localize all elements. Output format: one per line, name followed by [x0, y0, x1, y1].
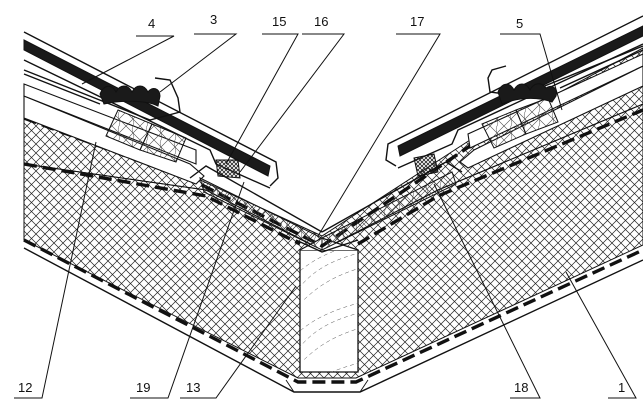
leader-19 — [130, 181, 245, 399]
callout-16: 16 — [314, 14, 328, 29]
left-tile-lower-line — [23, 59, 271, 189]
callout-17: 17 — [410, 14, 424, 29]
callout-12: 12 — [18, 380, 32, 395]
left-counter-batten — [215, 159, 241, 179]
right-tile-top-line — [385, 15, 643, 167]
mid-membrane — [23, 162, 301, 246]
leader-1 — [565, 271, 637, 399]
left-tile-shell — [23, 69, 181, 121]
callout-13: 13 — [186, 380, 200, 395]
right-valley-board — [321, 171, 457, 251]
ridge-beam-grain — [300, 250, 358, 372]
leader-5 — [500, 33, 563, 111]
left-flashing — [189, 165, 323, 233]
left-tile-band — [23, 39, 271, 177]
right-flashing — [321, 161, 463, 233]
callout-3: 3 — [210, 12, 217, 27]
valley-flashing — [295, 239, 359, 253]
left-ridge-seal — [99, 85, 161, 107]
leader-lines — [14, 33, 637, 399]
bottom-trough — [285, 379, 369, 393]
callout-5: 5 — [516, 16, 523, 31]
callout-19: 19 — [136, 380, 150, 395]
leader-16 — [239, 33, 346, 173]
callout-1: 1 — [618, 380, 625, 395]
leader-15 — [225, 33, 299, 165]
leader-18 — [433, 183, 541, 399]
leader-17 — [317, 33, 441, 237]
leader-13 — [180, 285, 297, 399]
leader-12 — [14, 141, 97, 399]
right-ridge-seal — [497, 83, 557, 105]
right-batten-2 — [481, 109, 527, 149]
mid-membrane-right — [357, 108, 643, 246]
leader-3 — [159, 33, 238, 93]
callout-15: 15 — [272, 14, 286, 29]
callout-18: 18 — [514, 380, 528, 395]
leader-4 — [81, 35, 175, 85]
callout-4: 4 — [148, 16, 155, 31]
